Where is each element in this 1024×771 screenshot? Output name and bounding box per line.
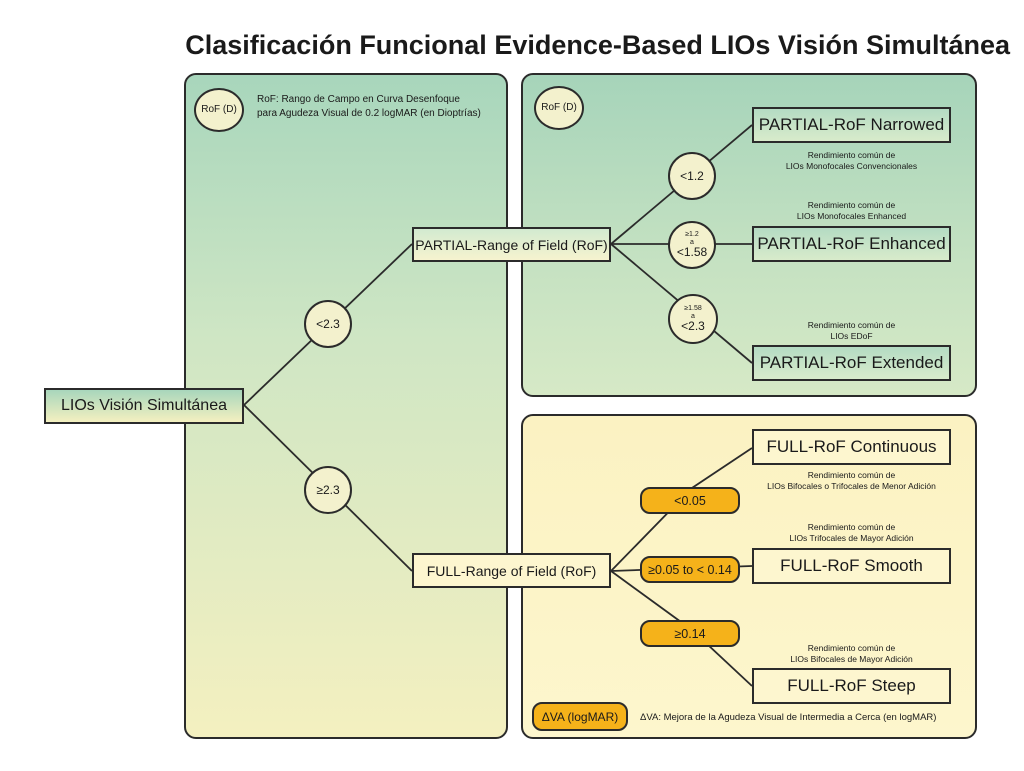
condition-ge-0-14: ≥0.14 — [640, 620, 740, 647]
partial-rof-extended-box: PARTIAL-RoF Extended — [752, 345, 951, 381]
partial-range-of-field-box: PARTIAL-Range of Field (RoF) — [412, 227, 611, 262]
condition-lt-0-05: <0.05 — [640, 487, 740, 514]
desc-line: LIOs EDoF — [830, 331, 873, 342]
desc-line: Rendimiento común de — [807, 470, 896, 480]
full-rof-steep-box: FULL-RoF Steep — [752, 668, 951, 704]
desc-line: Rendimiento común de — [807, 320, 896, 330]
condition-ge-2-3: ≥2.3 — [304, 466, 352, 514]
full-steep-desc: Rendimiento común de LIOs Bifocales de M… — [752, 643, 951, 665]
partial-narrowed-desc: Rendimiento común de LIOs Monofocales Co… — [752, 150, 951, 172]
partial-rof-narrowed-box: PARTIAL-RoF Narrowed — [752, 107, 951, 143]
rof-legend-line2: para Agudeza Visual de 0.2 logMAR (en Di… — [257, 107, 481, 119]
condition-lt-1-2: <1.2 — [668, 152, 716, 200]
condition-1-58-high: <2.3 — [681, 319, 705, 334]
condition-lt-2-3: <2.3 — [304, 300, 352, 348]
desc-line: LIOs Bifocales de Mayor Adición — [790, 654, 913, 665]
full-continuous-desc: Rendimiento común de LIOs Bifocales o Tr… — [732, 470, 971, 492]
full-range-of-field-box: FULL-Range of Field (RoF) — [412, 553, 611, 588]
condition-1-2-low: ≥1.2 — [685, 231, 699, 239]
full-rof-continuous-box: FULL-RoF Continuous — [752, 429, 951, 465]
condition-1-2-high: <1.58 — [676, 245, 708, 260]
condition-1-58-to-2-3: ≥1.58 a <2.3 — [668, 294, 718, 344]
full-rof-smooth-box: FULL-RoF Smooth — [752, 548, 951, 584]
partial-extended-desc: Rendimiento común de LIOs EDoF — [752, 320, 951, 342]
desc-line: LIOs Monofocales Enhanced — [796, 211, 907, 222]
partial-rof-enhanced-box: PARTIAL-RoF Enhanced — [752, 226, 951, 262]
condition-0-05-to-0-14: ≥0.05 to < 0.14 — [640, 556, 740, 583]
partial-enhanced-desc: Rendimiento común de LIOs Monofocales En… — [752, 200, 951, 222]
dva-legend-text: ΔVA: Mejora de la Agudeza Visual de Inte… — [640, 712, 937, 723]
desc-line: Rendimiento común de — [807, 150, 896, 160]
desc-line: LIOs Monofocales Convencionales — [785, 161, 918, 172]
desc-line: LIOs Trifocales de Mayor Adición — [789, 533, 914, 544]
desc-line: LIOs Bifocales o Trifocales de Menor Adi… — [767, 481, 936, 492]
desc-line: Rendimiento común de — [807, 522, 896, 532]
condition-1-2-a: a — [690, 238, 694, 246]
condition-1-58-a: a — [691, 312, 695, 320]
condition-1-2-to-1-58: ≥1.2 a <1.58 — [668, 221, 716, 269]
partial-rof-badge: RoF (D) — [534, 86, 584, 130]
desc-line: Rendimiento común de — [807, 200, 896, 210]
condition-1-58-low: ≥1.58 — [684, 305, 702, 313]
rof-legend-line1: RoF: Rango de Campo en Curva Desenfoque — [257, 94, 460, 105]
rof-legend-badge: RoF (D) — [194, 88, 244, 132]
dva-legend-badge: ΔVA (logMAR) — [532, 702, 628, 731]
desc-line: Rendimiento común de — [807, 643, 896, 653]
page-title: Clasificación Funcional Evidence-Based L… — [185, 30, 1010, 60]
rof-legend-text: RoF: Rango de Campo en Curva Desenfoque … — [257, 93, 481, 120]
full-smooth-desc: Rendimiento común de LIOs Trifocales de … — [752, 522, 951, 544]
root-box: LIOs Visión Simultánea — [44, 388, 244, 424]
